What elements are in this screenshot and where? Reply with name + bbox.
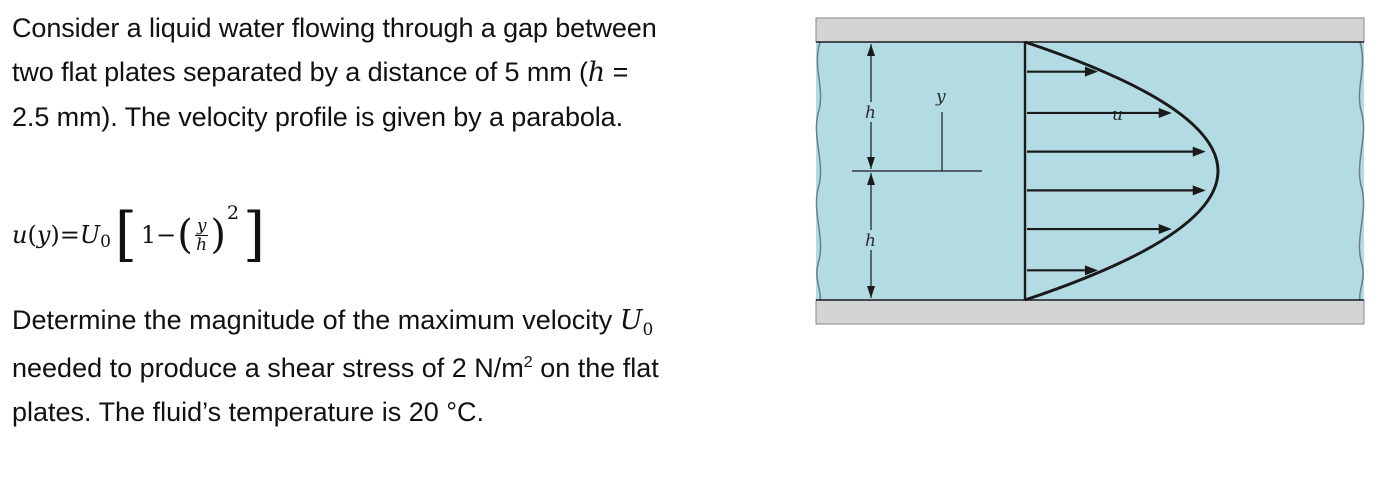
label-h-top: h [865,103,876,123]
intro-text-2: = 2.5 mm). The velocity profile is given… [12,57,629,132]
label-h-bottom: h [865,231,876,251]
eq-lhs-y: y [36,221,51,249]
bottom-plate [815,299,1365,325]
eq-frac-den: h [196,234,208,255]
determine-text-2: needed to produce a shear stress of 2 N/… [12,353,524,383]
velocity-arrow-head [1084,66,1098,77]
velocity-arrow-head [1192,185,1206,196]
m-superscript: 2 [523,354,533,371]
right-break-line [1358,41,1365,301]
eq-exponent: 2 [227,202,240,224]
U0-symbol: U [619,305,643,336]
problem-intro: Consider a liquid water flowing through … [12,6,672,139]
velocity-arrow-head [1158,224,1172,235]
determine-text-3: on the flat plates. The fluid’s temperat… [12,353,659,427]
eq-minus: − [156,221,177,249]
eq-one: 1 [140,221,157,249]
velocity-arrow-head [1192,146,1206,157]
determine-text-1: Determine the magnitude of the maximum v… [12,305,620,335]
eq-U: U [79,221,101,249]
left-break-line [815,41,822,301]
eq-left-bracket: [ [114,200,137,269]
velocity-arrows [1027,66,1206,276]
velocity-arrow-head [1158,107,1172,118]
eq-U-sub: 0 [100,232,111,252]
eq-lhs-u: u [12,221,28,249]
flow-diagram: h h y u [815,17,1365,325]
velocity-parabola [1024,40,1220,302]
label-y: y [935,87,946,107]
eq-frac-num: y [194,215,209,236]
problem-question: Determine the magnitude of the maximum v… [12,298,672,434]
intro-text-1: Consider a liquid water flowing through … [12,13,657,87]
U0-subscript: 0 [642,320,654,340]
eq-right-bracket: ] [243,200,265,269]
h-symbol: h [587,57,606,88]
eq-equals: = [59,221,80,249]
top-plate [815,17,1365,43]
h-dimension [867,44,875,298]
velocity-arrow-head [1084,265,1098,276]
label-u: u [1112,105,1123,125]
